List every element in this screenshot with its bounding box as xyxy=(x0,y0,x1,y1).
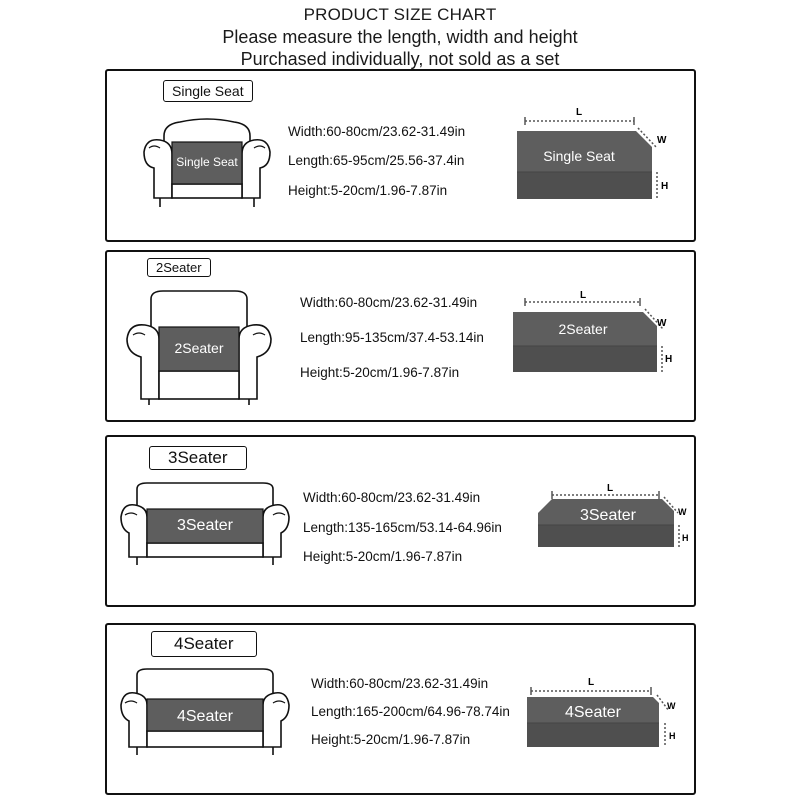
cushion-side xyxy=(538,525,674,547)
cushion-top xyxy=(513,312,657,346)
sofa-base xyxy=(171,183,243,199)
length-letter: L xyxy=(588,677,594,688)
four-seat-sofa-illustration: 4Seater xyxy=(120,668,290,755)
sofa-base xyxy=(146,730,264,748)
height-letter: H xyxy=(669,731,676,741)
sofa-arm-left xyxy=(143,138,173,199)
length-letter: L xyxy=(607,483,613,494)
size-label: 4Seater xyxy=(151,631,257,657)
spec-height: Height:5-20cm/1.96-7.87in xyxy=(288,183,448,198)
length-letter: L xyxy=(576,107,582,118)
width-letter: W xyxy=(678,507,687,517)
panel-4seater: 4Seater 4Seater Width:60-80cm/23.62-31.4… xyxy=(105,623,696,795)
spec-height: Height:5-20cm/1.96-7.87in xyxy=(300,365,460,380)
cushion-dimension-diagram: L W H 3Seater xyxy=(538,483,689,547)
sofa-base xyxy=(158,370,240,400)
spec-height: Height:5-20cm/1.96-7.87in xyxy=(303,549,463,564)
width-letter: W xyxy=(667,701,676,711)
sofa-base xyxy=(146,542,264,558)
loveseat-illustration: 2Seater xyxy=(126,290,272,405)
height-letter: H xyxy=(682,533,689,543)
width-arrow xyxy=(644,308,664,330)
page-title: PRODUCT SIZE CHART xyxy=(303,5,497,24)
sofa-arm-right xyxy=(238,323,272,400)
cushion-dimension-diagram: L W H 2Seater xyxy=(513,290,672,372)
cushion-side xyxy=(527,723,659,747)
cushion-label: 4Seater xyxy=(565,704,622,721)
spec-length: Length:65-95cm/25.56-37.4in xyxy=(288,153,465,168)
sofa-arm-right xyxy=(241,138,271,199)
spec-width: Width:60-80cm/23.62-31.49in xyxy=(300,295,478,310)
seat-cushion xyxy=(146,508,264,544)
spec-width: Width:60-80cm/23.62-31.49in xyxy=(311,676,489,691)
seat-cushion xyxy=(146,698,264,732)
width-letter: W xyxy=(657,318,667,329)
size-label: 2Seater xyxy=(147,258,211,277)
armchair-illustration: Single Seat xyxy=(143,118,271,207)
seat-cushion xyxy=(158,326,240,372)
width-letter: W xyxy=(657,135,667,146)
height-letter: H xyxy=(665,354,672,365)
width-arrow xyxy=(663,496,679,514)
panel-single-seat: Single Seat Single Seat Width:60-80cm/23… xyxy=(105,69,696,242)
spec-width: Width:60-80cm/23.62-31.49in xyxy=(303,490,481,505)
panel-2seater: 2Seater 2Seater Width:60-80cm/23.62-31.4… xyxy=(105,250,696,422)
seat-cushion xyxy=(171,141,243,185)
purchase-note: Purchased individually, not sold as a se… xyxy=(240,49,560,69)
cushion-label: Single Seat xyxy=(543,148,615,164)
width-arrow xyxy=(637,127,658,149)
measure-instruction: Please measure the length, width and hei… xyxy=(222,27,578,47)
cushion-label: 3Seater xyxy=(580,507,637,524)
sofa-arm-left xyxy=(120,503,148,558)
seat-cushion-label: 2Seater xyxy=(174,340,223,356)
cushion-dimension-diagram: L W H Single Seat xyxy=(517,107,668,199)
cushion-dimension-diagram: L W H 4Seater xyxy=(527,677,676,747)
sofa-arm-left xyxy=(126,323,160,400)
cushion-side xyxy=(513,346,657,372)
cushion-top xyxy=(527,697,659,723)
cushion-label: 2Seater xyxy=(558,321,607,337)
spec-length: Length:135-165cm/53.14-64.96in xyxy=(303,520,502,535)
panel-3seater: 3Seater 3Seater Width:60-80cm/23.62-31.4… xyxy=(105,435,696,607)
sofa-arm-right xyxy=(262,691,290,748)
size-label: 3Seater xyxy=(149,446,247,470)
sofa-arm-left xyxy=(120,691,148,748)
width-arrow xyxy=(656,694,670,712)
spec-height: Height:5-20cm/1.96-7.87in xyxy=(311,732,471,747)
seat-cushion-label: Single Seat xyxy=(176,155,238,169)
height-letter: H xyxy=(661,181,668,192)
size-label: Single Seat xyxy=(163,80,253,102)
chart-header: PRODUCT SIZE CHART Please measure the le… xyxy=(0,4,800,70)
spec-length: Length:165-200cm/64.96-78.74in xyxy=(311,704,510,719)
sofa-back xyxy=(136,668,274,705)
spec-width: Width:60-80cm/23.62-31.49in xyxy=(288,124,466,139)
cushion-top xyxy=(538,499,674,525)
seat-cushion-label: 4Seater xyxy=(177,708,234,725)
length-letter: L xyxy=(580,290,586,301)
cushion-side xyxy=(517,172,652,199)
three-seat-sofa-illustration: 3Seater xyxy=(120,482,290,565)
spec-length: Length:95-135cm/37.4-53.14in xyxy=(300,330,484,345)
sofa-arm-right xyxy=(262,503,290,558)
cushion-top xyxy=(517,131,652,172)
seat-cushion-label: 3Seater xyxy=(177,517,234,534)
